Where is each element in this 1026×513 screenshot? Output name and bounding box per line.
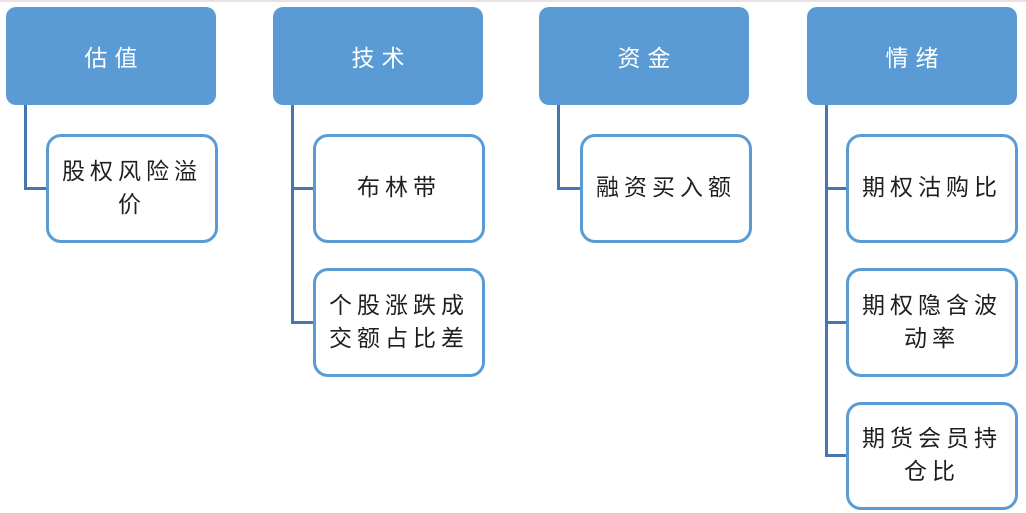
connector-horizontal <box>291 187 315 190</box>
top-edge-artifact <box>0 0 1026 2</box>
indicator-node-futures-member-position-ratio: 期货会员持仓比 <box>846 402 1018 510</box>
indicator-node-option-put-call-ratio: 期权沽购比 <box>846 134 1018 243</box>
connector-horizontal <box>24 187 48 190</box>
category-header-funds: 资金 <box>539 7 749 105</box>
category-header-technical: 技术 <box>273 7 483 105</box>
connector-horizontal <box>291 321 315 324</box>
connector-horizontal <box>825 454 848 457</box>
connector-horizontal <box>825 321 848 324</box>
category-header-valuation: 估值 <box>6 7 216 105</box>
connector-vertical <box>291 105 294 323</box>
connector-vertical <box>24 105 27 190</box>
category-header-sentiment: 情绪 <box>807 7 1017 105</box>
connector-vertical <box>557 105 560 190</box>
indicator-node-margin-buying-amount: 融资买入额 <box>580 134 752 243</box>
indicator-node-equity-risk-premium: 股权风险溢价 <box>46 134 218 243</box>
connector-vertical <box>825 105 828 456</box>
connector-horizontal <box>825 187 848 190</box>
indicator-node-stock-updown-turnover-ratio-diff: 个股涨跌成交额占比差 <box>313 268 485 377</box>
indicator-node-bollinger-bands: 布林带 <box>313 134 485 243</box>
indicator-node-option-implied-volatility: 期权隐含波动率 <box>846 268 1018 377</box>
connector-horizontal <box>557 187 582 190</box>
